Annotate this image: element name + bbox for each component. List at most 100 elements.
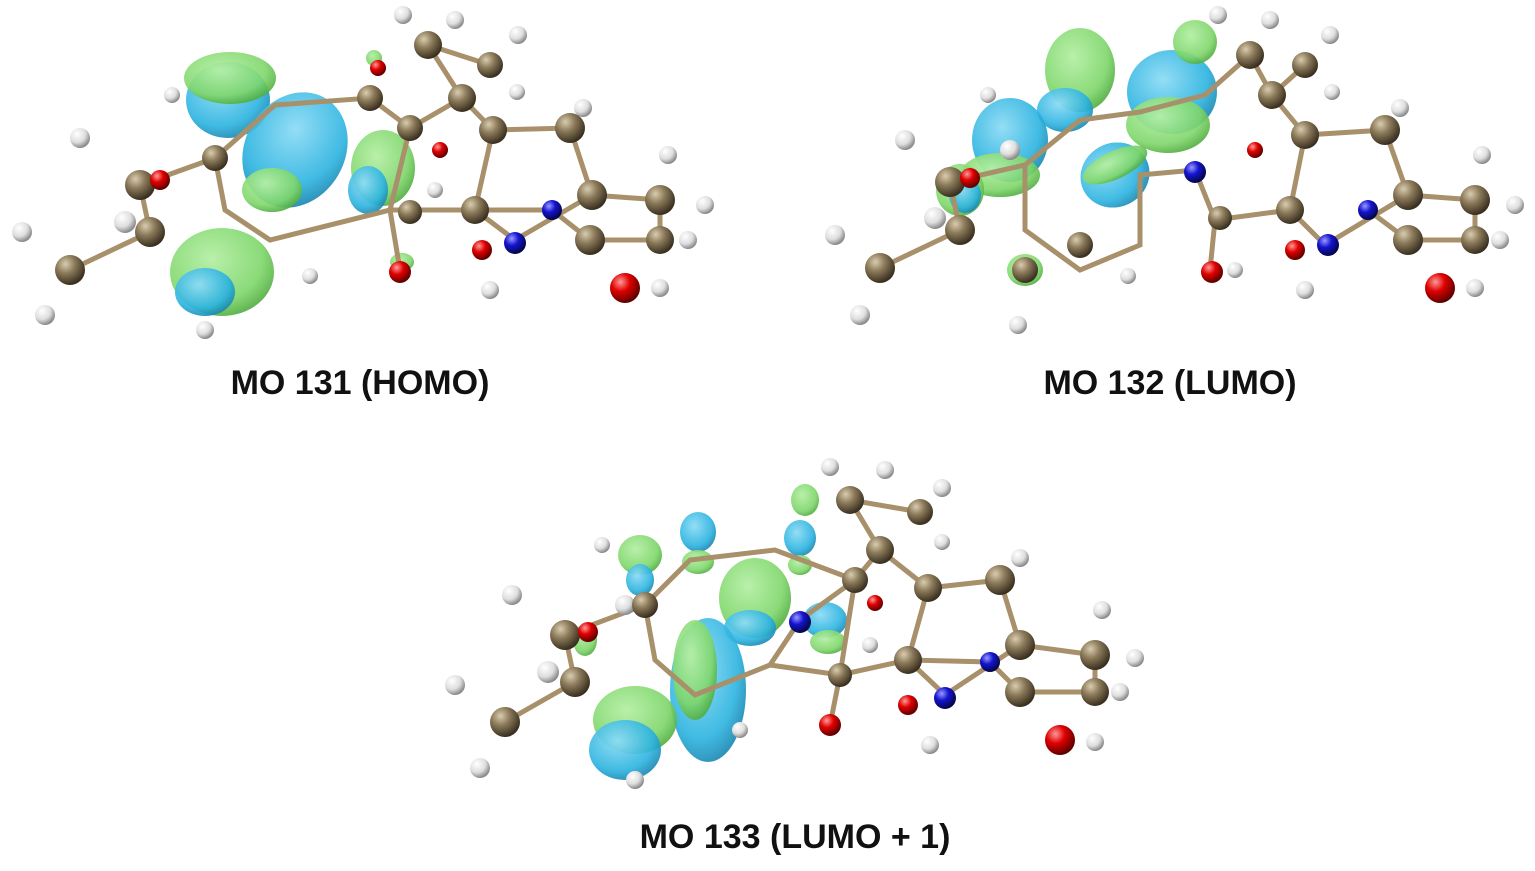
- carbon-atom: [1276, 196, 1304, 224]
- atoms: [12, 6, 714, 339]
- lobe-negative: [589, 720, 661, 780]
- lobe-positive: [673, 620, 717, 720]
- carbon-atom: [550, 620, 580, 650]
- hydrogen-atom: [394, 6, 412, 24]
- carbon-atom: [1067, 232, 1093, 258]
- nitrogen-atom: [980, 652, 1000, 672]
- hydrogen-atom: [933, 479, 951, 497]
- carbon-atom: [479, 116, 507, 144]
- carbon-atom: [1461, 226, 1489, 254]
- hydrogen-atom: [696, 196, 714, 214]
- hydrogen-atom: [537, 661, 559, 683]
- hydrogen-atom: [164, 87, 180, 103]
- nitrogen-atom: [1358, 200, 1378, 220]
- hydrogen-atom: [35, 305, 55, 325]
- carbon-atom: [1081, 678, 1109, 706]
- hydrogen-atom: [1391, 99, 1409, 117]
- nitrogen-atom: [934, 687, 956, 709]
- carbon-atom: [907, 499, 933, 525]
- carbon-atom: [1005, 677, 1035, 707]
- carbon-atom: [1236, 41, 1264, 69]
- carbon-atom: [646, 226, 674, 254]
- oxygen-atom: [898, 695, 918, 715]
- hydrogen-atom: [626, 771, 644, 789]
- caption-lumo-plus-1: MO 133 (LUMO + 1): [639, 818, 951, 856]
- hydrogen-atom: [921, 736, 939, 754]
- nitrogen-atom: [789, 611, 811, 633]
- hydrogen-atom: [1209, 6, 1227, 24]
- hydrogen-atom: [502, 585, 522, 605]
- carbon-atom: [357, 85, 383, 111]
- carbon-atom: [55, 255, 85, 285]
- lobe-negative: [348, 166, 388, 214]
- lobe-positive: [1082, 145, 1148, 185]
- hydrogen-atom: [1324, 84, 1340, 100]
- hydrogen-atom: [821, 458, 839, 476]
- nitrogen-atom: [1317, 234, 1339, 256]
- hydrogen-atom: [427, 182, 443, 198]
- carbon-atom: [555, 113, 585, 143]
- carbon-atom: [414, 31, 442, 59]
- carbon-atom: [836, 486, 864, 514]
- panel-lumo: [810, 0, 1535, 340]
- carbon-atom: [1005, 630, 1035, 660]
- carbon-atom: [1258, 81, 1286, 109]
- carbon-atom: [397, 115, 423, 141]
- hydrogen-atom: [1227, 262, 1243, 278]
- hydrogen-atom: [481, 281, 499, 299]
- hydrogen-atom: [679, 231, 697, 249]
- hydrogen-atom: [114, 211, 136, 233]
- hydrogen-atom: [934, 534, 950, 550]
- hydrogen-atom: [1506, 196, 1524, 214]
- carbon-atom: [935, 167, 965, 197]
- carbon-atom: [1012, 257, 1038, 283]
- carbon-atom: [448, 84, 476, 112]
- lobe-positive: [1173, 20, 1217, 64]
- nitrogen-atom: [1184, 161, 1206, 183]
- lobe-negative: [784, 520, 816, 556]
- hydrogen-atom: [574, 99, 592, 117]
- hydrogen-atom: [445, 675, 465, 695]
- lobe-positive: [242, 168, 302, 212]
- oxygen-atom: [960, 168, 980, 188]
- molecule-lumo: [825, 6, 1524, 334]
- hydrogen-atom: [196, 321, 214, 339]
- hydrogen-atom: [1473, 146, 1491, 164]
- lobe-positive: [184, 52, 276, 104]
- carbon-atom: [125, 170, 155, 200]
- carbon-atom: [1208, 206, 1232, 230]
- hydrogen-atom: [1000, 140, 1020, 160]
- oxygen-atom: [1201, 261, 1223, 283]
- hydrogen-atom: [1491, 231, 1509, 249]
- carbon-atom: [461, 196, 489, 224]
- molecule-lumo-plus-1: [445, 458, 1144, 789]
- atoms: [445, 458, 1144, 789]
- caption-lumo: MO 132 (LUMO): [1043, 364, 1297, 402]
- carbon-atom: [575, 225, 605, 255]
- hydrogen-atom: [615, 595, 635, 615]
- hydrogen-atom: [1111, 683, 1129, 701]
- nitrogen-atom: [504, 232, 526, 254]
- hydrogen-atom: [876, 461, 894, 479]
- oxygen-atom: [578, 622, 598, 642]
- hydrogen-atom: [1120, 268, 1136, 284]
- lobe-positive: [618, 535, 662, 575]
- lobe-positive: [791, 484, 819, 516]
- carbon-atom: [865, 253, 895, 283]
- carbon-atom: [985, 565, 1015, 595]
- lobe-negative: [626, 564, 654, 596]
- carbon-atom: [560, 667, 590, 697]
- carbon-atom: [632, 592, 658, 618]
- carbon-atom: [1393, 225, 1423, 255]
- carbon-atom: [828, 663, 852, 687]
- carbon-atom: [866, 536, 894, 564]
- hydrogen-atom: [594, 537, 610, 553]
- panel-lumo-plus-1: [430, 450, 1170, 810]
- hydrogen-atom: [70, 128, 90, 148]
- carbon-atom: [1080, 640, 1110, 670]
- orbital-lobes: [170, 50, 415, 316]
- oxygen-atom: [819, 714, 841, 736]
- hydrogen-atom: [302, 268, 318, 284]
- oxygen-atom: [1247, 142, 1263, 158]
- hydrogen-atom: [850, 305, 870, 325]
